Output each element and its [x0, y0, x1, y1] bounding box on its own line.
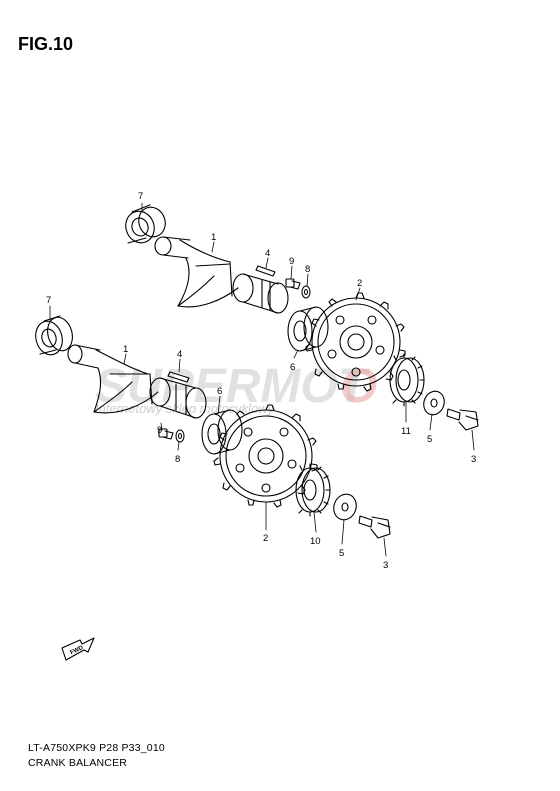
upper-bearing-6	[287, 306, 329, 352]
figure-code: LT-A750XPK9 P28 P33_010	[28, 742, 165, 754]
callout-lower-6: 6	[217, 386, 222, 397]
callout-lower-9: 9	[157, 425, 162, 436]
lower-bearing-7	[35, 315, 73, 356]
lower-balancer-shaft-1	[67, 344, 207, 419]
callout-lower-3: 3	[383, 560, 388, 571]
fwd-arrow-icon	[61, 637, 95, 661]
callout-lower-5: 5	[339, 548, 344, 559]
callout-lower-8: 8	[175, 454, 180, 465]
callout-upper-11: 11	[401, 426, 411, 437]
watermark-brand-o: O	[340, 360, 377, 413]
callout-lower-10: 10	[310, 536, 321, 547]
callout-upper-5: 5	[427, 434, 432, 445]
callout-upper-9: 9	[289, 256, 294, 267]
upper-bolt-3	[446, 408, 479, 431]
lower-washer-5	[333, 493, 357, 521]
lower-bolt-9	[158, 428, 174, 440]
callout-upper-3: 3	[471, 454, 476, 465]
fwd-label: FWD	[70, 645, 86, 657]
watermark: SUPERMOT O Internetowy sklep motocyklowy	[95, 360, 377, 416]
callout-upper-2: 2	[357, 278, 362, 289]
watermark-tagline: Internetowy sklep motocyklowy	[95, 401, 276, 416]
upper-washer-8	[301, 285, 311, 299]
gear-10	[295, 463, 331, 517]
callout-upper-1: 1	[211, 232, 216, 243]
callout-upper-4: 4	[265, 248, 270, 259]
figure-name: CRANK BALANCER	[28, 757, 128, 769]
upper-bearing-7	[125, 204, 166, 244]
upper-washer-5	[423, 390, 445, 416]
figure-title: FIG.10	[18, 34, 74, 54]
lower-key-4	[167, 371, 190, 383]
callout-lower-2: 2	[263, 533, 268, 544]
upper-balancer-shaft-1	[154, 236, 289, 314]
upper-gear-2	[305, 292, 406, 392]
callout-upper-6: 6	[290, 362, 295, 373]
upper-key-4	[255, 265, 276, 277]
lower-washer-8	[175, 429, 185, 443]
callout-lower-7: 7	[46, 295, 51, 306]
callout-upper-8: 8	[305, 264, 310, 275]
callout-lower-4: 4	[177, 349, 182, 360]
lower-bearing-6	[201, 409, 243, 455]
lower-bolt-3	[358, 515, 391, 539]
callout-lower-1: 1	[123, 344, 128, 355]
gear-11	[389, 353, 425, 407]
upper-bolt-9	[285, 278, 301, 290]
callout-upper-7: 7	[138, 191, 143, 202]
